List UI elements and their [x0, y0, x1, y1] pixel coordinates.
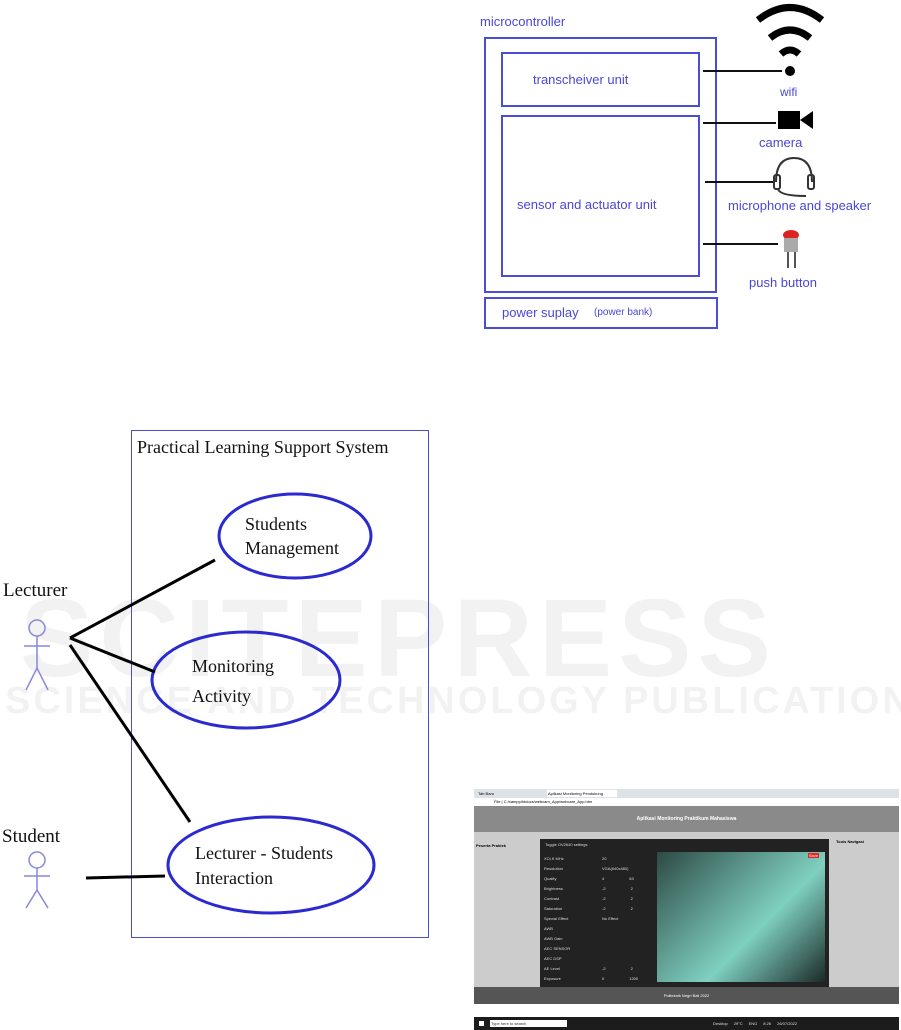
lang: ENG — [748, 1021, 758, 1026]
lecturer-actor-icon — [24, 619, 50, 691]
case-interaction-2: Interaction — [195, 868, 273, 888]
setting-row: Resolution VGA(640x480) — [544, 863, 654, 873]
setting-value[interactable]: 2 — [630, 905, 633, 911]
right-title: Tools Navigasi — [836, 839, 864, 844]
device-label-wifi: wifi — [780, 85, 798, 99]
case-students-management-1: Students — [245, 514, 308, 534]
headset-icon — [773, 156, 815, 197]
system-boundary — [131, 430, 429, 938]
setting-row: AEC DSP — [544, 953, 654, 963]
setting-label: AE Level — [544, 965, 561, 971]
setting-value[interactable]: No Effect — [602, 915, 619, 921]
setting-row: Brightness -2 2 — [544, 883, 654, 893]
start-icon[interactable] — [479, 1021, 484, 1026]
setting-row: Contrast -2 2 — [544, 893, 654, 903]
device-label-camera: camera — [759, 135, 803, 150]
system-title: Practical Learning Support System — [137, 437, 389, 457]
setting-value[interactable]: -2 — [602, 885, 606, 891]
setting-row: AE Level -2 2 — [544, 963, 654, 973]
setting-label: Exposure — [544, 975, 561, 981]
transceiver-label: transcheiver unit — [533, 72, 629, 87]
browser-tabs: Tab Baru Aplikasi Monitoring Pendukung — [474, 789, 899, 798]
camera-icon — [778, 111, 813, 129]
sensor-label: sensor and actuator unit — [517, 197, 657, 212]
setting-value[interactable]: 63 — [629, 875, 634, 881]
setting-value[interactable]: -2 — [602, 905, 606, 911]
setting-row: Quality 4 63 — [544, 873, 654, 883]
setting-label: AEC SENSOR — [544, 945, 571, 951]
taskbar: Type here to search Desktop 29°C ENG 8:2… — [474, 1017, 899, 1030]
tab-new[interactable]: Tab Baru — [478, 791, 495, 796]
device-label-mic: microphone and speaker — [728, 198, 872, 213]
setting-value[interactable]: 4 — [602, 875, 605, 881]
case-students-management-2: Management — [245, 538, 339, 558]
app-title: Aplikasi Monitoring Praktikum Mahasiswa — [474, 806, 899, 832]
left-title: Peserta Praktek — [476, 843, 507, 848]
temp: 29°C — [733, 1021, 743, 1026]
student-actor-icon — [24, 851, 50, 909]
setting-value[interactable]: 2 — [630, 895, 633, 901]
setting-label: Quality — [544, 875, 557, 881]
case-monitoring-1: Monitoring — [192, 656, 275, 676]
app-screenshot: Tab Baru Aplikasi Monitoring Pendukung F… — [474, 789, 899, 1004]
setting-label: Saturation — [544, 905, 563, 911]
transceiver-box: transcheiver unit — [501, 52, 700, 107]
setting-value[interactable]: 1200 — [629, 975, 639, 981]
device-connections — [703, 4, 825, 268]
setting-label: Contrast — [544, 895, 560, 901]
setting-value[interactable]: 2 — [630, 965, 633, 971]
setting-row: Saturation -2 2 — [544, 903, 654, 913]
setting-value[interactable]: 20 — [602, 855, 607, 861]
setting-row: Special Effect No Effect — [544, 913, 654, 923]
microcontroller-box — [484, 37, 717, 293]
app-footer: Politeknik Negri Bali 2022 — [474, 987, 899, 1004]
power-note: (power bank) — [594, 307, 653, 318]
setting-label: AWB Gain — [544, 935, 563, 941]
camera-stream: Save — [657, 852, 825, 982]
setting-row: AEC SENSOR — [544, 943, 654, 953]
sensor-box: sensor and actuator unit — [501, 115, 700, 277]
setting-label: Brightness — [544, 885, 563, 891]
setting-label: AWB — [544, 925, 553, 931]
setting-label: Resolution — [544, 865, 563, 871]
save-button[interactable]: Save — [807, 853, 819, 858]
panel-title: Toggle OV2640 settings — [545, 842, 588, 847]
tab-app[interactable]: Aplikasi Monitoring Pendukung — [547, 790, 617, 797]
clock-time: 8:26 — [763, 1021, 772, 1026]
setting-value[interactable]: -2 — [602, 965, 606, 971]
setting-value[interactable]: 2 — [630, 885, 633, 891]
actor-student: Student — [2, 826, 61, 847]
setting-value[interactable]: 0 — [602, 975, 605, 981]
actor-lecturer: Lecturer — [3, 580, 68, 601]
taskbar-search[interactable]: Type here to search — [490, 1020, 567, 1027]
setting-value[interactable]: -2 — [602, 895, 606, 901]
setting-row: AWB — [544, 923, 654, 933]
push-button-icon — [783, 230, 799, 268]
address-bar[interactable]: File | C:/xampp/htdocs/webcam_App/webcam… — [474, 798, 899, 806]
setting-label: Special Effect — [544, 915, 569, 921]
clock-date: 26/07/2022 — [777, 1021, 798, 1026]
power-box: power suplay (power bank) — [484, 297, 718, 329]
use-case-shapes — [24, 492, 376, 915]
setting-label: XCLK MHz — [544, 855, 564, 861]
desktop-label: Desktop — [713, 1021, 728, 1026]
device-label-button: push button — [749, 275, 817, 290]
microcontroller-label: microcontroller — [480, 14, 566, 29]
case-interaction-1: Lecturer - Students — [195, 843, 333, 863]
power-label: power suplay — [502, 305, 579, 320]
setting-value[interactable]: VGA(640x480) — [602, 865, 629, 871]
case-monitoring-2: Activity — [192, 686, 251, 706]
wifi-icon — [755, 4, 825, 57]
setting-row: AWB Gain — [544, 933, 654, 943]
setting-label: AEC DSP — [544, 955, 562, 961]
setting-row: XCLK MHz 20 — [544, 853, 654, 863]
setting-row: Exposure 0 1200 — [544, 973, 654, 983]
